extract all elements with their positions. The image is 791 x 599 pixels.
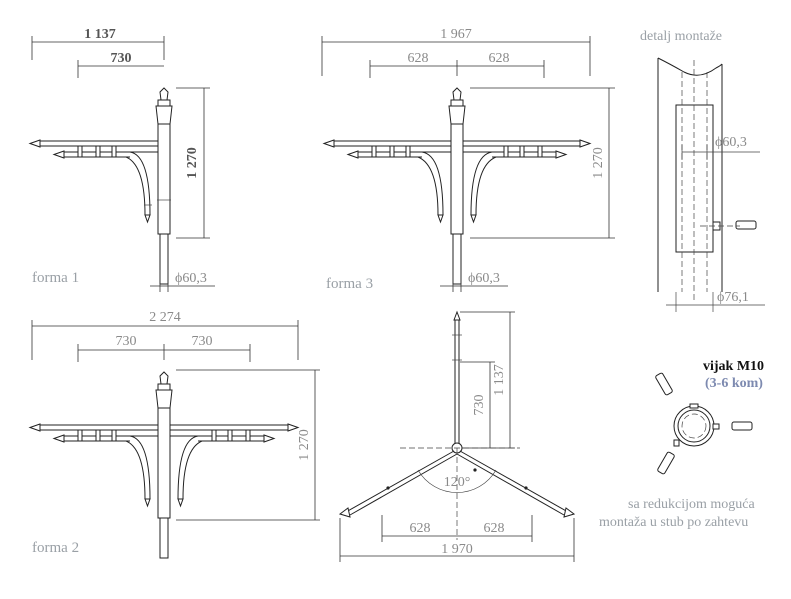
forma-1-drawing: 1 137 730 1 270 ϕ6 [28,27,215,292]
forma2-label: forma 2 [32,540,79,556]
forma1-dim-diameter: ϕ60,3 [175,271,207,286]
topview-dim-right: 628 [484,521,505,536]
topview-dim-outer: 1 137 [492,364,507,396]
forma3-dim-height: 1 270 [591,147,606,179]
forma2-dim-height: 1 270 [297,429,312,461]
bolt-note-line1: sa redukcijom moguća [628,497,756,512]
forma3-dim-total: 1 967 [440,27,472,42]
topview-dim-left: 628 [410,521,431,536]
forma2-dim-total: 2 274 [149,310,181,325]
forma3-dim-arm-left: 628 [408,51,429,66]
forma3-label: forma 3 [326,276,373,292]
bolt-section-drawing: vijak M10 (3-6 kom) sa redukcijom moguća… [599,359,764,530]
top-view-drawing: 1 137 730 120° 628 628 1 970 [338,310,576,562]
topview-angle: 120° [444,475,471,490]
forma1-dim-total: 1 137 [84,27,116,42]
forma-3-drawing: 1 967 628 628 1 270 [321,27,615,292]
forma-2-drawing: 2 274 730 730 1 270 [28,310,320,559]
forma2-dim-arm-left: 730 [116,334,137,349]
detail-dim-outer: ϕ76,1 [717,290,749,305]
forma3-dim-arm-right: 628 [489,51,510,66]
topview-dim-inner: 730 [472,395,487,416]
forma1-label: forma 1 [32,270,79,286]
forma1-dim-arm: 730 [111,51,132,66]
forma1-dim-height: 1 270 [185,147,200,179]
bolt-note-line2: montaža u stub po zahtevu [599,515,748,530]
forma2-dim-arm-right: 730 [192,334,213,349]
forma3-dim-diameter: ϕ60,3 [468,271,500,286]
detail-title: detalj montaže [640,29,722,44]
topview-dim-total: 1 970 [441,542,473,557]
bolt-qty: (3-6 kom) [705,376,763,391]
detail-dim-inner: ϕ60,3 [715,135,747,150]
bolt-title: vijak M10 [703,359,764,374]
mount-detail-drawing: detalj montaže ϕ60,3 ϕ76,1 [640,29,765,312]
